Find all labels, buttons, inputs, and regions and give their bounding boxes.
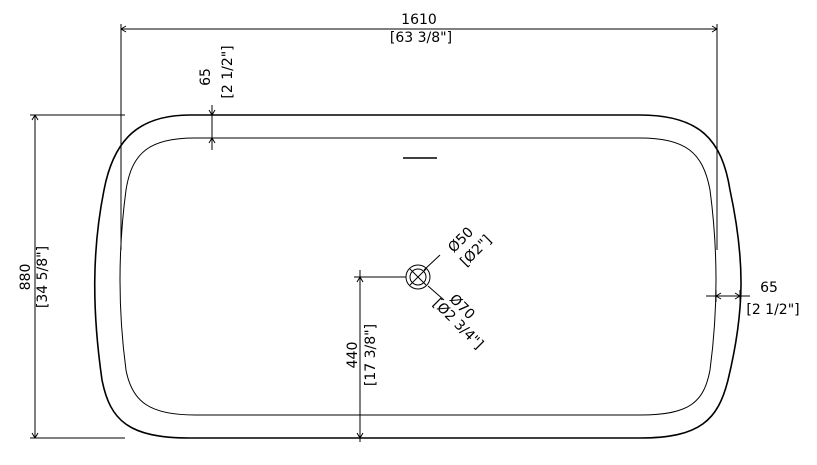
dimension-drain-offset: 440 [17 3/8"]	[345, 270, 406, 442]
dimension-rim-top: 65 [2 1/2"]	[198, 45, 236, 150]
width-inch-label: [34 5/8"]	[35, 246, 51, 308]
dimension-overall-length: 1610 [63 3/8"]	[120, 12, 718, 250]
tub-outer-rim	[93, 114, 742, 439]
length-inch-label: [63 3/8"]	[390, 30, 452, 46]
rim-side-inch-label: [2 1/2"]	[746, 302, 799, 318]
rim-top-inch-label: [2 1/2"]	[220, 45, 236, 98]
drain-offset-mm-label: 440	[345, 342, 361, 369]
drain	[405, 264, 431, 290]
rim-top-mm-label: 65	[198, 68, 214, 86]
drain-inner-circle	[409, 268, 427, 286]
dimension-overall-width: 880 [34 5/8"]	[18, 114, 125, 439]
callout-drain-outer: Ø70 [Ø2 3/4"]	[427, 285, 486, 353]
tub-outline	[93, 114, 742, 439]
dimension-rim-side: 65 [2 1/2"]	[706, 280, 800, 318]
width-mm-label: 880	[18, 264, 34, 291]
length-mm-label: 1610	[401, 12, 437, 28]
rim-side-mm-label: 65	[760, 280, 778, 296]
tub-inner-basin	[119, 137, 717, 416]
callout-drain-inner: Ø50 [Ø2"]	[423, 224, 495, 271]
drain-offset-inch-label: [17 3/8"]	[363, 324, 379, 386]
